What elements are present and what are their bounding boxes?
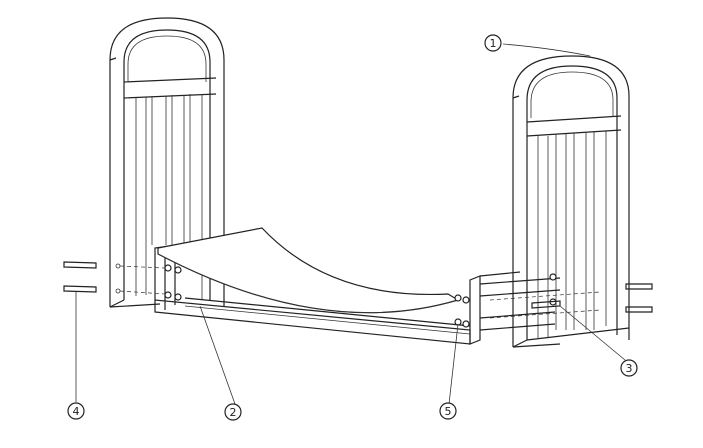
right-end-frame (512, 55, 630, 348)
left-bolts (63, 261, 182, 301)
svg-text:1: 1 (490, 37, 497, 50)
right-bolts (454, 273, 653, 328)
left-end-frame (109, 17, 225, 308)
callout-4: 4 (67, 402, 85, 420)
svg-text:4: 4 (73, 405, 80, 418)
svg-text:3: 3 (626, 362, 633, 375)
callout-2: 2 (224, 403, 242, 421)
svg-text:2: 2 (230, 406, 237, 419)
callout-1: 1 (484, 34, 502, 52)
callout-3: 3 (620, 359, 638, 377)
leader-lines (75, 43, 626, 405)
svg-text:5: 5 (445, 405, 452, 418)
callout-5: 5 (439, 402, 457, 420)
